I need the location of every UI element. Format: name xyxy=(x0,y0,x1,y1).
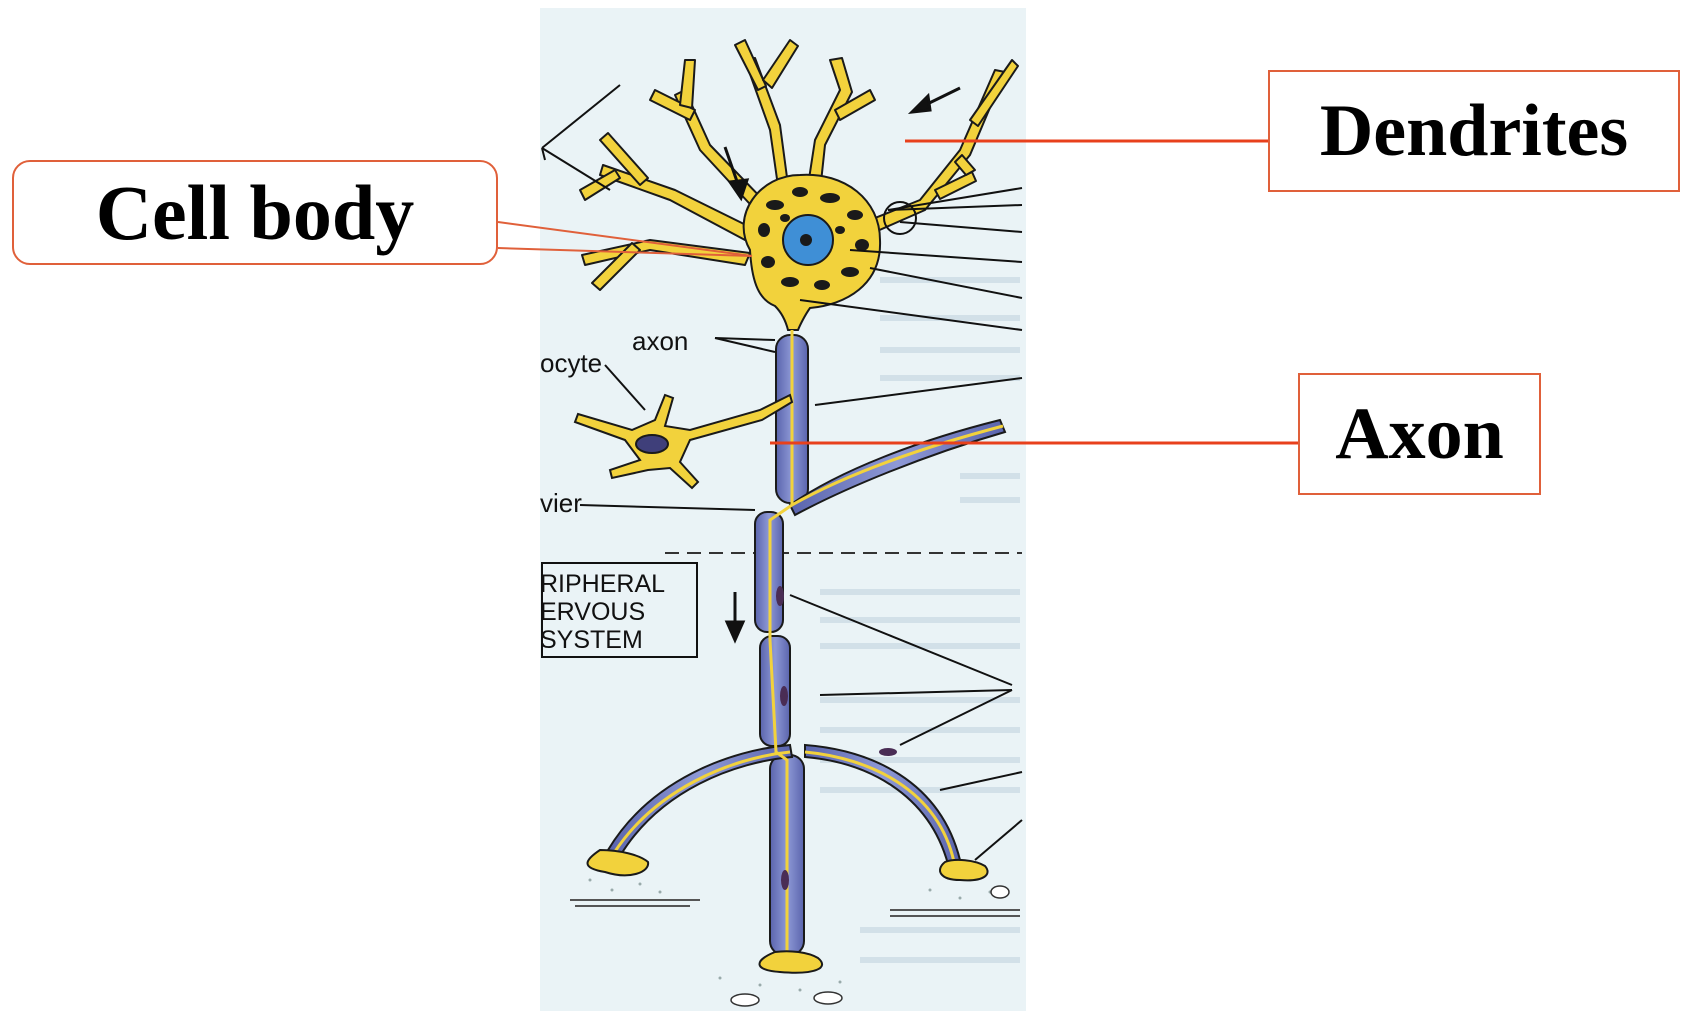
cell-body-label: Cell body xyxy=(96,168,415,258)
dendrites-label: Dendrites xyxy=(1320,89,1628,174)
dendrites-callout: Dendrites xyxy=(1268,70,1680,192)
figure-label-node: vier xyxy=(540,488,582,518)
figure-label-axon: axon xyxy=(632,326,688,356)
figure-label-pns-3: SYSTEM xyxy=(540,626,643,654)
cell-body-callout: Cell body xyxy=(12,160,498,265)
axon-label: Axon xyxy=(1335,392,1504,477)
nucleolus xyxy=(800,234,812,246)
axon-callout: Axon xyxy=(1298,373,1541,495)
figure-label-pns-2: ERVOUS xyxy=(540,598,645,626)
figure-label-pns-1: RIPHERAL xyxy=(540,570,665,598)
figure-label-astrocyte: ocyte xyxy=(540,348,602,378)
